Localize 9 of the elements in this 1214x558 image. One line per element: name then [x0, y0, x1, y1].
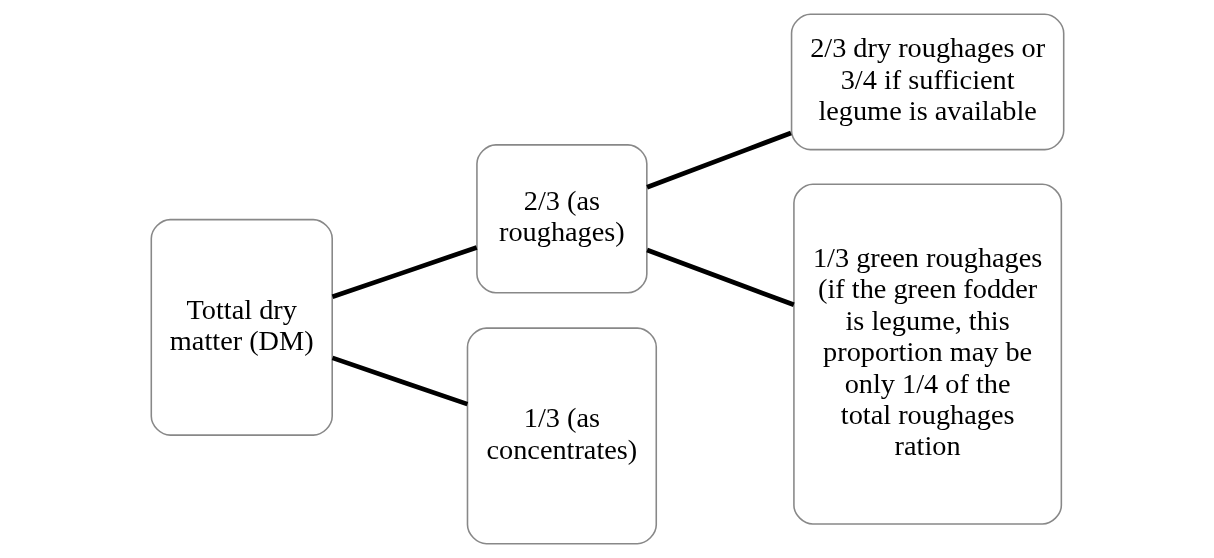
connector — [331, 245, 477, 300]
node-box: 1/3 (as concentrates) — [466, 327, 657, 545]
node-box: 1/3 green roughages (if the green fodder is legume, this proportion may be only 1/4 of the total roughages ration — [792, 183, 1062, 525]
connector — [645, 130, 792, 190]
connector — [645, 247, 795, 307]
node-box: 2/3 (as roughages) — [475, 144, 648, 294]
node-box: 2/3 dry roughages or 3/4 if sufficient legume is available — [790, 13, 1064, 151]
node-box: Tottal dry matter (DM) — [150, 218, 333, 436]
connector — [331, 355, 468, 407]
